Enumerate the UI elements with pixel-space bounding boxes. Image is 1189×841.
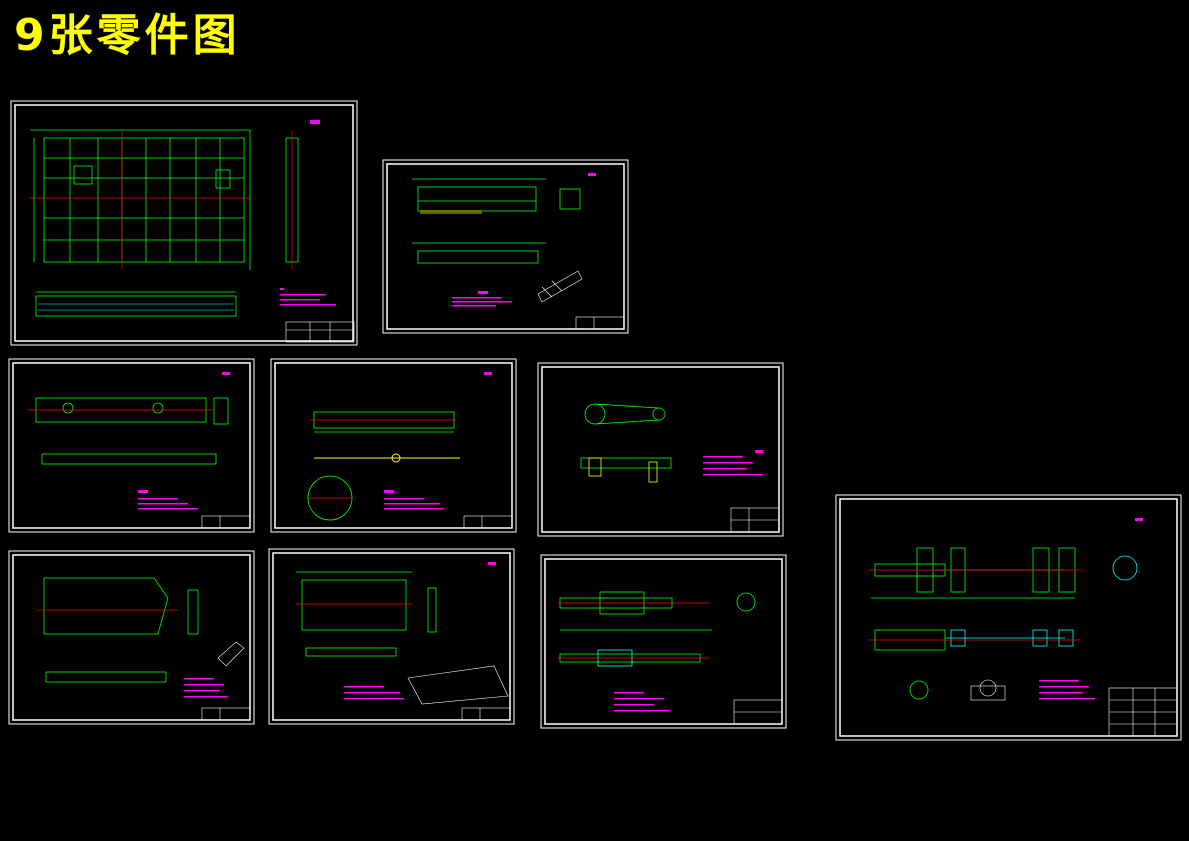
- drawing-sheet-1[interactable]: [10, 100, 360, 348]
- drawing-sheet-7[interactable]: [268, 548, 516, 726]
- drawing-sheet-3[interactable]: [8, 358, 256, 534]
- drawing-sheet-2[interactable]: [382, 159, 630, 335]
- drawing-sheet-5[interactable]: [537, 362, 785, 538]
- drawing-sheet-8[interactable]: [540, 554, 788, 730]
- drawing-sheet-6[interactable]: [8, 550, 256, 726]
- page-title: 9张零件图: [14, 10, 241, 61]
- drawing-sheet-4[interactable]: [270, 358, 518, 534]
- drawing-sheet-9[interactable]: [835, 494, 1183, 742]
